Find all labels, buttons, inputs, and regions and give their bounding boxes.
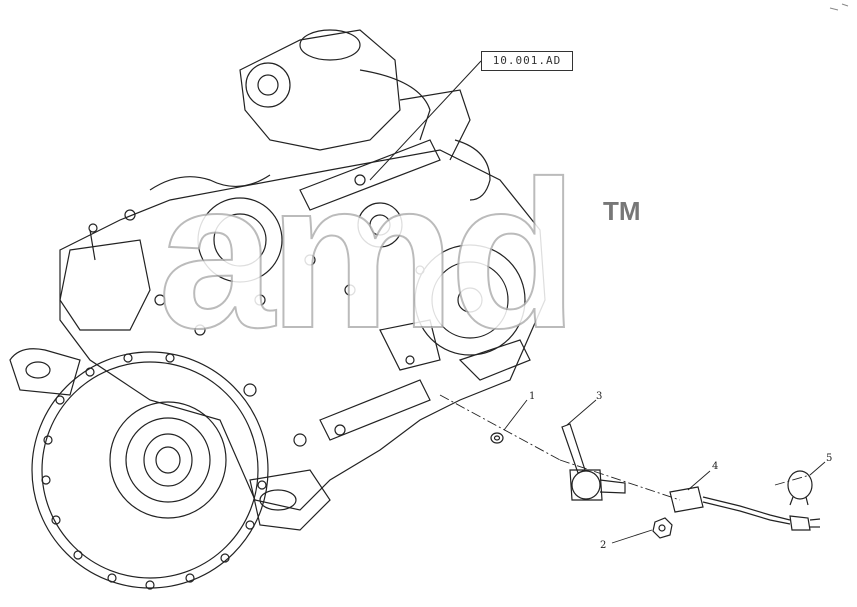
- corner-mark: [829, 3, 849, 11]
- part-5-clamp: [787, 470, 813, 506]
- flywheel-housing: [31, 351, 269, 589]
- callout-2: 2: [600, 540, 607, 551]
- flywheel-hub: [143, 433, 193, 487]
- watermark-text: amd: [157, 137, 579, 372]
- block-bolts: [124, 174, 425, 447]
- callout-4: 4: [712, 461, 719, 472]
- reference-label: 10.001.AD: [481, 51, 573, 71]
- engine-block: [59, 149, 546, 511]
- callout-3: 3: [596, 391, 603, 402]
- part-1-washer: [490, 432, 504, 444]
- callout-5: 5: [826, 453, 833, 464]
- part-4-cord: [669, 486, 821, 531]
- housing-flange: [9, 348, 81, 396]
- watermark-tm: TM: [603, 196, 641, 226]
- part-3-heater-element: [561, 423, 626, 501]
- callout-1: 1: [529, 391, 536, 402]
- part-2-nut: [652, 517, 673, 539]
- intake-pipe: [299, 139, 441, 211]
- housing-bolts: [41, 353, 267, 590]
- flywheel: [109, 401, 227, 519]
- alternator: [414, 244, 526, 356]
- turbocharger: [239, 29, 401, 151]
- reference-leader: [369, 60, 482, 181]
